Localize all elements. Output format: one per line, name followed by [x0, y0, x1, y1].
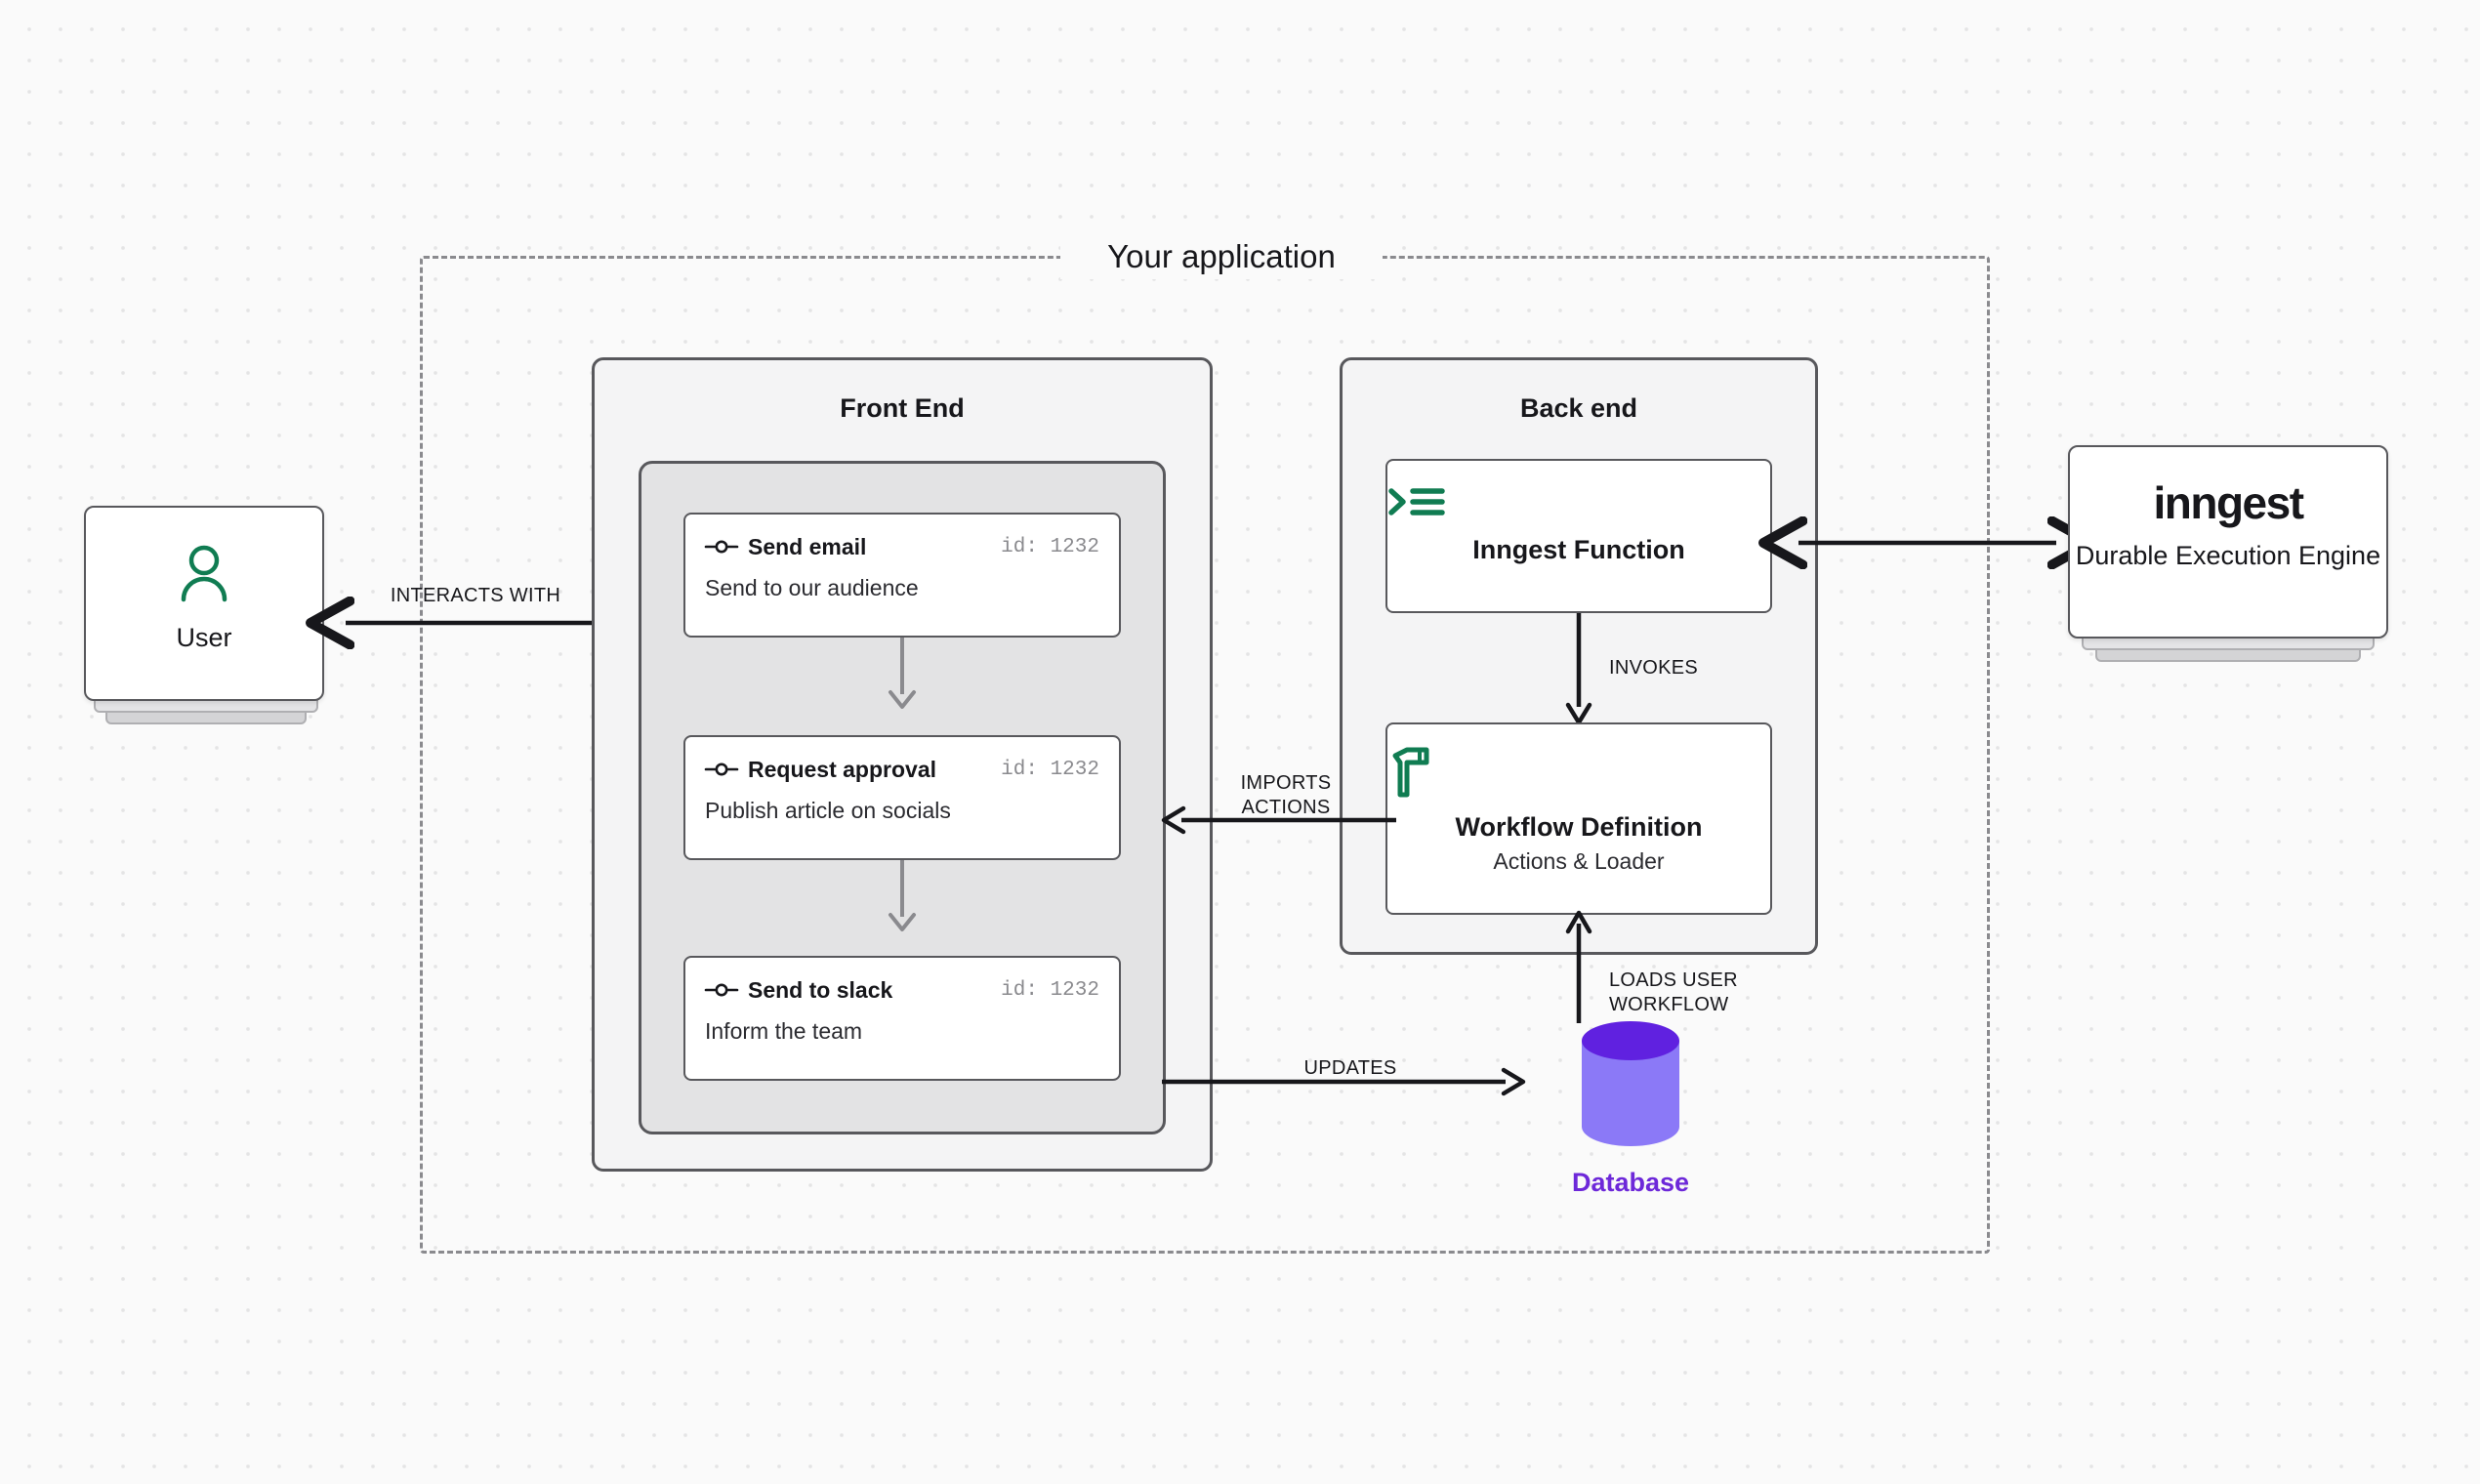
workflow-definition-subtitle: Actions & Loader: [1493, 848, 1665, 874]
edge-user-to-frontend: [332, 603, 615, 642]
workflow-step-description: Inform the team: [705, 1018, 863, 1044]
edge-label-updates: UPDATES: [1303, 1057, 1397, 1079]
edge-database-to-workflowdef: [1565, 910, 1592, 1023]
workflow-step-id: id: 1232: [1001, 535, 1099, 558]
workflow-node-icon: [704, 980, 739, 1000]
workflow-node-icon: [704, 760, 739, 779]
workflow-step-id: id: 1232: [1001, 758, 1099, 781]
workflow-definition-card[interactable]: Workflow Definition Actions & Loader: [1385, 722, 1772, 915]
edge-label-invokes: INVOKES: [1609, 657, 1699, 679]
workflow-step-card[interactable]: Send email id: 1232 Send to our audience: [683, 513, 1121, 638]
page-title: Your application: [1060, 234, 1383, 279]
database-label: Database: [1571, 1168, 1690, 1197]
edge-function-to-workflowdef: [1565, 613, 1592, 725]
workflow-step-connector: [889, 638, 916, 709]
workflow-step-id: id: 1232: [1001, 978, 1099, 1002]
workflow-step-title: Send email: [748, 533, 867, 559]
user-label: User: [176, 623, 232, 652]
workflow-step-card[interactable]: Request approval id: 1232 Publish articl…: [683, 735, 1121, 860]
workflow-step-title: Request approval: [748, 756, 936, 782]
workflow-step-card[interactable]: Send to slack id: 1232 Inform the team: [683, 956, 1121, 1081]
database-cylinder-icon: [1523, 1015, 1738, 1152]
workflow-node-icon: [704, 537, 739, 556]
inngest-card[interactable]: inngest Durable Execution Engine: [2068, 445, 2388, 639]
inngest-wordmark: inngest: [2153, 477, 2304, 528]
user-card[interactable]: User: [84, 506, 324, 701]
workflow-step-title: Send to slack: [748, 976, 893, 1003]
workflow-step-connector: [889, 860, 916, 931]
workflow-definition-title: Workflow Definition: [1455, 812, 1703, 842]
edge-workflowdef-to-frontend: [1161, 805, 1396, 835]
edge-backend-to-inngest: [1783, 523, 2072, 562]
inngest-function-card[interactable]: Inngest Function: [1385, 459, 1772, 613]
user-icon: [178, 545, 230, 602]
inngest-node[interactable]: inngest Durable Execution Engine: [2068, 445, 2396, 680]
edge-label-loads-user-workflow: LOADS USER WORKFLOW: [1609, 969, 1738, 1015]
edge-label-interacts-with: INTERACTS WITH: [390, 585, 561, 606]
workflow-step-description: Publish article on socials: [705, 798, 951, 823]
hammer-icon: [1387, 746, 1770, 799]
user-node[interactable]: User: [84, 506, 328, 740]
back-end-title: Back end: [1519, 393, 1638, 423]
database-node[interactable]: Database: [1523, 1015, 1738, 1197]
inngest-function-title: Inngest Function: [1472, 535, 1685, 564]
edge-label-imports-actions: IMPORTS ACTIONS: [1240, 772, 1332, 818]
front-end-title: Front End: [840, 393, 965, 423]
terminal-list-icon: [1387, 482, 1770, 521]
inngest-subtitle: Durable Execution Engine: [2075, 541, 2381, 570]
workflow-step-description: Send to our audience: [705, 575, 919, 600]
edge-frontend-to-database: [1162, 1067, 1526, 1096]
